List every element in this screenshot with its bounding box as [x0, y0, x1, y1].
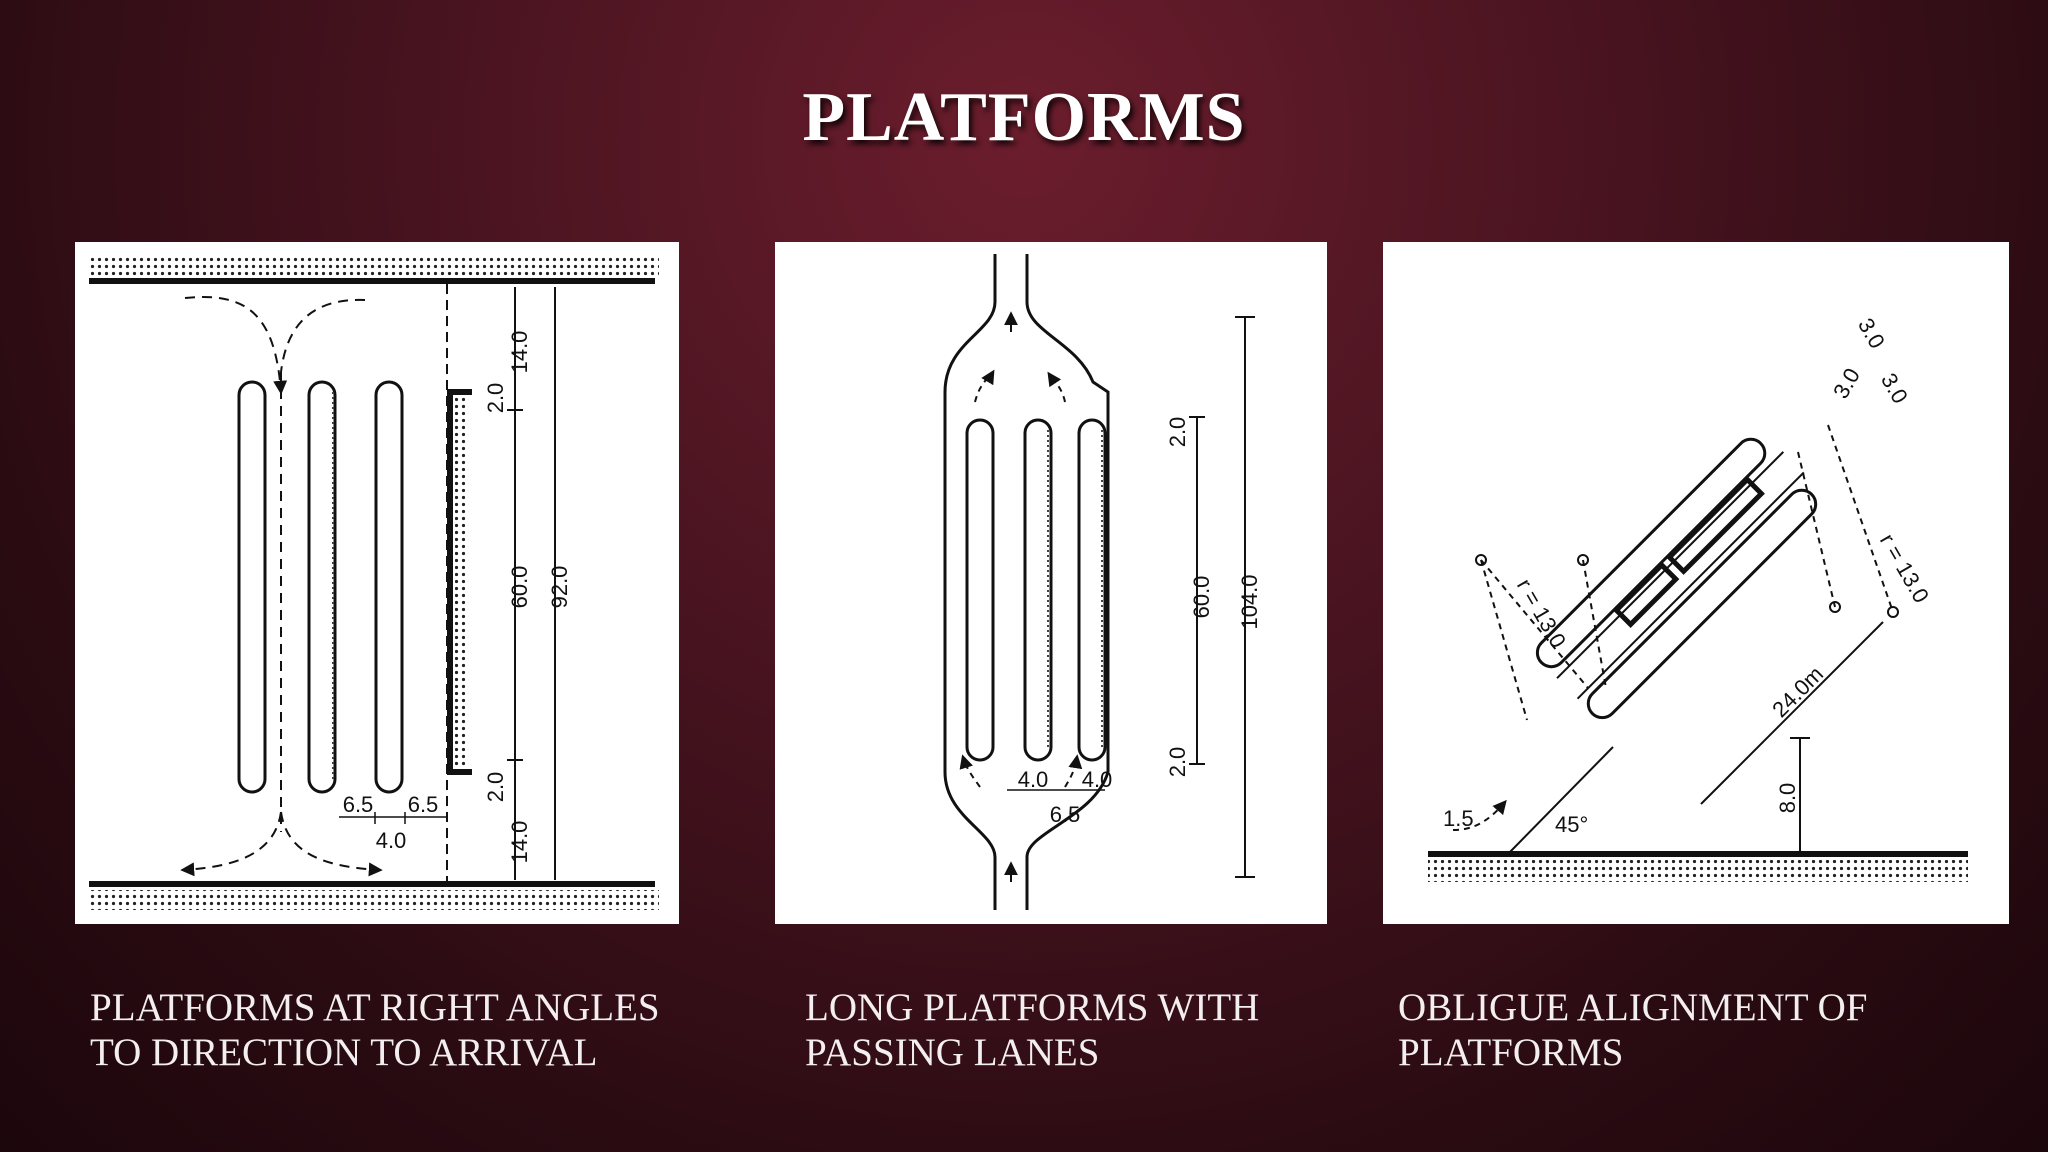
- dim-t2: 3.0: [1828, 364, 1865, 403]
- dim-width-right: 4.0: [1082, 767, 1113, 792]
- caption-line-1: LONG PLATFORMS WITH: [805, 986, 1260, 1029]
- platform-2: [1023, 418, 1053, 762]
- dim-top-14: 14.0: [507, 331, 532, 374]
- dim-total-92: 92.0: [547, 566, 572, 609]
- dim-length-60: 60.0: [507, 566, 532, 609]
- dim-total: 104.0: [1237, 574, 1262, 629]
- dim-length: 24.0m: [1767, 661, 1828, 722]
- dim-setback: 8.0: [1775, 783, 1800, 814]
- dim-lane-left: 6.5: [343, 792, 374, 817]
- loading-area: [455, 397, 469, 767]
- diagram-oblique-platforms: 3.0 3.0 3.0 r = 13.0 r = 13.0 24.0m 1.5 …: [1383, 242, 2009, 924]
- diagram-right-angle-platforms: 14.0 2.0 60.0 92.0 2.0 14.0 6.5 6.5 4.0: [75, 242, 679, 924]
- caption-oblique: OBLIGUE ALIGNMENT OF PLATFORMS: [1398, 985, 1867, 1075]
- right-angle-platforms-drawing: 14.0 2.0 60.0 92.0 2.0 14.0 6.5 6.5 4.0: [89, 256, 659, 910]
- dim-bottom-14: 14.0: [507, 821, 532, 864]
- oblique-platforms-drawing: 3.0 3.0 3.0 r = 13.0 r = 13.0 24.0m 1.5 …: [1428, 314, 1968, 882]
- caption-line-1: OBLIGUE ALIGNMENT OF: [1398, 986, 1868, 1029]
- arrival-path-left: [184, 296, 288, 395]
- oblique-platform-group: [1535, 437, 1818, 720]
- dim-gap-top: 2.0: [1165, 417, 1190, 448]
- platform-1: [237, 380, 267, 794]
- sidewalk: [1428, 860, 1968, 882]
- diagram-long-platforms: 2.0 60.0 104.0 2.0 4.0 4.0 6.5: [775, 242, 1327, 924]
- dim-length: 60.0: [1189, 576, 1214, 619]
- dim-radius-right: r = 13.0: [1875, 529, 1934, 607]
- caption-right-angle: PLATFORMS AT RIGHT ANGLES TO DIRECTION T…: [90, 985, 660, 1075]
- dim-t1: 3.0: [1853, 314, 1890, 353]
- dim-angle: 45°: [1555, 812, 1588, 837]
- dim-gap-bottom: 2.0: [1165, 747, 1190, 778]
- departure-path-left: [180, 811, 282, 877]
- road-outline-left: [943, 254, 997, 910]
- caption-long-platforms: LONG PLATFORMS WITH PASSING LANES: [805, 985, 1259, 1075]
- arrival-path-right: [280, 298, 366, 373]
- dim-offset: 1.5: [1443, 806, 1474, 831]
- caption-line-2: TO DIRECTION TO ARRIVAL: [90, 1031, 598, 1074]
- platform-2: [1586, 488, 1818, 720]
- bus-1: [1612, 561, 1680, 628]
- caption-line-1: PLATFORMS AT RIGHT ANGLES: [90, 986, 660, 1029]
- top-sidewalk: [89, 256, 659, 278]
- platform-1: [965, 418, 995, 762]
- dim-width: 4.0: [376, 828, 407, 853]
- platform-3: [374, 380, 404, 794]
- dim-radius-left: r = 13.0: [1512, 574, 1571, 652]
- departure-path-right: [280, 811, 383, 877]
- dim-width-left: 4.0: [1018, 767, 1049, 792]
- dim-lane-right: 6.5: [408, 792, 439, 817]
- caption-line-2: PLATFORMS: [1398, 1031, 1624, 1074]
- dim-gap-top-2: 2.0: [483, 383, 508, 414]
- road-outline-right: [1025, 254, 1110, 910]
- dim-t3: 3.0: [1876, 369, 1913, 408]
- caption-line-2: PASSING LANES: [805, 1031, 1100, 1074]
- dim-gap-bottom-2: 2.0: [483, 772, 508, 803]
- dim-lane: 6.5: [1050, 802, 1081, 827]
- bus-2: [1665, 475, 1765, 575]
- platform-3: [1077, 418, 1107, 762]
- platform-2: [307, 380, 337, 794]
- long-platforms-drawing: 2.0 60.0 104.0 2.0 4.0 4.0 6.5: [943, 254, 1262, 910]
- slide-title: PLATFORMS: [802, 79, 1246, 156]
- approach-line: [1507, 746, 1614, 855]
- bottom-sidewalk: [89, 890, 659, 910]
